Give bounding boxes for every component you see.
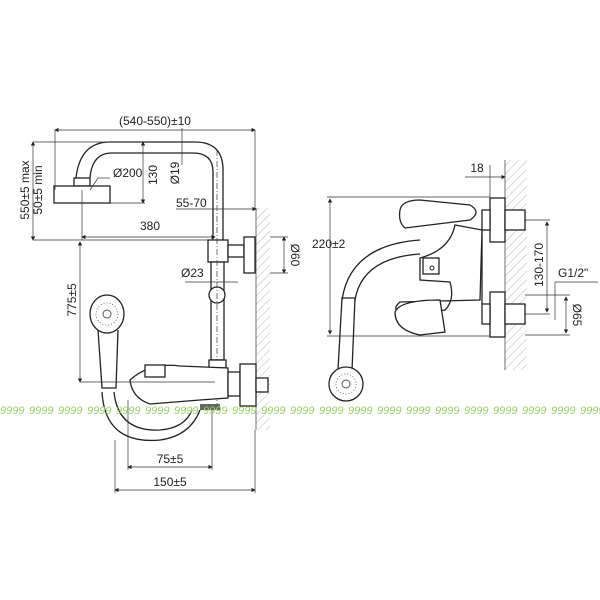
shower-head-neck bbox=[73, 177, 91, 187]
dim-height-min: 50±5 min bbox=[31, 165, 45, 214]
watermark-text: 9999 bbox=[29, 405, 53, 417]
dim-projection: 150±5 bbox=[153, 475, 187, 489]
dim-flange-diameter-right: Ø65 bbox=[570, 304, 584, 327]
watermark-text: 9999 bbox=[174, 405, 198, 417]
right-view: 18 220±2 130-170 G1/2" Ø65 bbox=[312, 160, 598, 402]
dim-head-diameter: Ø200 bbox=[113, 166, 143, 180]
watermark-text: 9999 bbox=[435, 405, 459, 417]
dim-centers: 130-170 bbox=[532, 243, 546, 287]
watermark-text: 9999 bbox=[290, 405, 314, 417]
watermark-text: 9999 bbox=[319, 405, 343, 417]
dim-bar-diameter: Ø23 bbox=[181, 266, 204, 280]
watermark-text: 9999 bbox=[406, 405, 430, 417]
spout bbox=[394, 299, 446, 336]
dim-head-drop: 130 bbox=[146, 165, 160, 185]
shower-arm-outer bbox=[75, 141, 224, 240]
dim-reach: 380 bbox=[140, 219, 160, 233]
dim-wall-offset: 55-70 bbox=[176, 196, 207, 210]
wall-flange bbox=[243, 236, 256, 274]
watermark-text: 9999 bbox=[493, 405, 517, 417]
watermark-text: 9999 bbox=[58, 405, 82, 417]
watermark-text: 9999 bbox=[348, 405, 372, 417]
watermark-text: 9999 bbox=[551, 405, 575, 417]
watermark-text: 9999 bbox=[261, 405, 285, 417]
dim-spout-length: 75±5 bbox=[157, 452, 184, 466]
watermark-text: 9999 bbox=[522, 405, 546, 417]
dim-height-right: 220±2 bbox=[312, 237, 346, 251]
watermark-text: 9999 bbox=[377, 405, 401, 417]
dim-bar-height: 775±5 bbox=[65, 283, 79, 317]
watermark-text: 9999 bbox=[145, 405, 169, 417]
aerator bbox=[200, 404, 220, 410]
top-flange bbox=[489, 197, 506, 243]
dim-thread: G1/2" bbox=[558, 266, 588, 280]
watermark-text: 9999 bbox=[203, 405, 227, 417]
riser-bar bbox=[210, 261, 225, 361]
dim-flange-diameter-left: Ø60 bbox=[288, 244, 302, 267]
bottom-flange bbox=[489, 291, 506, 338]
hand-shower-handle-right bbox=[337, 297, 356, 371]
dim-overall-width: (540-550)±10 bbox=[119, 114, 191, 128]
lever-handle bbox=[398, 199, 477, 229]
watermark-text: 9999 bbox=[232, 405, 256, 417]
dim-flange-depth: 18 bbox=[470, 161, 484, 175]
left-view: (540-550)±10 550±5 max 50±5 min Ø200 130… bbox=[18, 114, 302, 493]
hand-shower-handle bbox=[97, 329, 119, 389]
hose bbox=[101, 391, 201, 442]
nut bbox=[227, 371, 241, 397]
hand-shower-head bbox=[89, 294, 125, 334]
watermark-text: 9999 bbox=[464, 405, 488, 417]
wall-hatch-right bbox=[505, 160, 527, 370]
watermark-row: 9999 9999 9999 9999 9999 9999 9999 9999 9999 9999… bbox=[0, 405, 600, 417]
shower-arm-inner bbox=[89, 152, 214, 240]
mixer-flange bbox=[239, 363, 257, 407]
bracket bbox=[207, 239, 229, 263]
wall-hatch-left bbox=[256, 208, 270, 430]
watermark-text: 9999 bbox=[580, 405, 600, 417]
dim-height-max: 550±5 max bbox=[18, 160, 32, 219]
hand-shower-head-right bbox=[328, 366, 364, 402]
dim-pipe-diameter: Ø19 bbox=[168, 161, 182, 184]
watermark-text: 9999 bbox=[0, 405, 24, 417]
watermark-text: 9999 bbox=[87, 405, 111, 417]
watermark-text: 9999 bbox=[116, 405, 140, 417]
hose-right bbox=[341, 239, 421, 301]
